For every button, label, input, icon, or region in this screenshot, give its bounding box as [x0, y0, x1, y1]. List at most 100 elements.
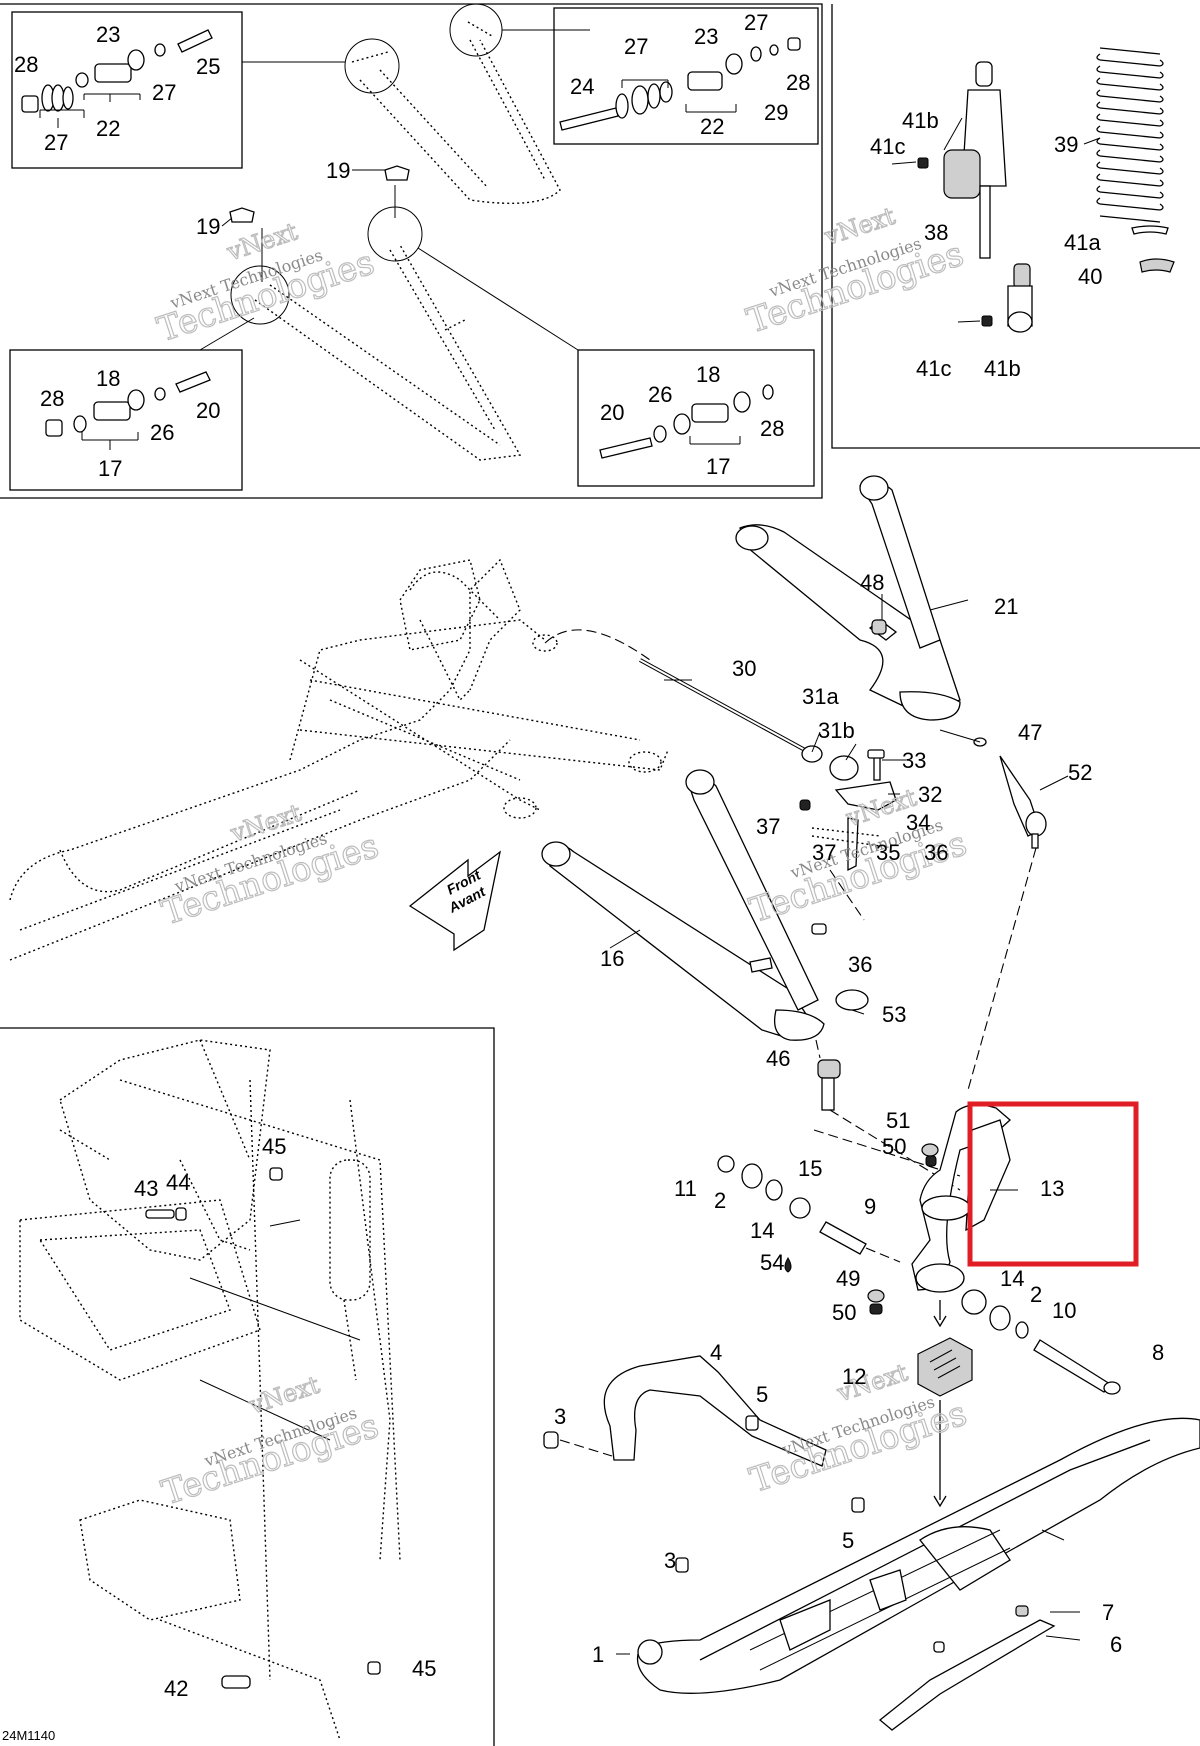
callout-37: 37 [756, 814, 780, 839]
callout-35: 35 [876, 840, 900, 865]
callout-37: 37 [812, 840, 836, 865]
inset-box-upper-right [553, 7, 819, 145]
callout-41b: 41b [984, 356, 1021, 381]
callout-27: 27 [744, 10, 768, 35]
ski-wear-bar-6 [878, 1605, 1081, 1731]
upper-a-arm-21 [735, 475, 969, 721]
inset-lower-right-parts [599, 384, 774, 459]
leader-lines [609, 679, 1069, 1655]
callout-31a: 31a [802, 684, 839, 709]
callout-14: 14 [750, 1218, 774, 1243]
callout-17: 17 [706, 454, 730, 479]
callout-41c: 41c [916, 356, 951, 381]
callout-22: 22 [700, 114, 724, 139]
callout-41b: 41b [902, 108, 939, 133]
callout-12: 12 [842, 1364, 866, 1389]
ski-handle-4 [543, 1355, 865, 1573]
ski-pad-12 [917, 1337, 973, 1508]
callout-2: 2 [714, 1188, 726, 1213]
callout-6: 6 [1110, 1632, 1122, 1657]
shock-spring-drawing [1083, 47, 1175, 273]
bushing-19-lower [229, 207, 255, 223]
callout-26: 26 [150, 420, 174, 445]
callout-19: 19 [326, 158, 350, 183]
callout-39: 39 [1054, 132, 1078, 157]
callout-13: 13 [1040, 1176, 1064, 1201]
chassis-frame-drawing [9, 558, 669, 961]
callout-1: 1 [592, 1642, 604, 1667]
callout-33: 33 [902, 748, 926, 773]
inset-lower-left-parts [45, 371, 211, 450]
callout-2: 2 [1030, 1282, 1042, 1307]
bushing-19-upper [384, 165, 410, 181]
lower-a-arm-drawing [199, 165, 579, 461]
callout-28: 28 [40, 386, 64, 411]
callout-38: 38 [924, 220, 948, 245]
callout-8: 8 [1152, 1340, 1164, 1365]
upper-a-arm-drawing [242, 3, 590, 204]
inset-box-upper-left [11, 11, 243, 169]
callout-3: 3 [664, 1548, 676, 1573]
highlight-box-part-13 [967, 1101, 1139, 1267]
callout-48: 48 [860, 570, 884, 595]
callout-10: 10 [1052, 1298, 1076, 1323]
callout-20: 20 [196, 398, 220, 423]
callout-28: 28 [786, 70, 810, 95]
tie-rod-assembly [639, 658, 897, 921]
drawing-code: 24M1140 [2, 1728, 55, 1743]
callout-22: 22 [96, 116, 120, 141]
callout-41a: 41a [1064, 230, 1101, 255]
callout-labels: 28 27 22 23 27 25 27 23 27 24 28 29 22 1… [14, 10, 1164, 1701]
callout-41c: 41c [870, 134, 905, 159]
panel-frames [0, 3, 1200, 1746]
callout-34: 34 [906, 810, 930, 835]
inset-box-lower-left [9, 349, 243, 491]
callout-45: 45 [412, 1656, 436, 1681]
callout-52: 52 [1068, 760, 1092, 785]
bolt-43 [145, 1209, 175, 1219]
callout-36: 36 [924, 840, 948, 865]
callout-49: 49 [836, 1266, 860, 1291]
callout-30: 30 [732, 656, 756, 681]
callout-54: 54 [760, 1250, 784, 1275]
pin-42 [221, 1675, 251, 1689]
front-arrow: Front Avant [408, 850, 501, 952]
callout-43: 43 [134, 1176, 158, 1201]
callout-40: 40 [1078, 264, 1102, 289]
callout-17: 17 [98, 456, 122, 481]
callout-29: 29 [764, 100, 788, 125]
callout-23: 23 [694, 24, 718, 49]
callout-26: 26 [648, 382, 672, 407]
callout-16: 16 [600, 946, 624, 971]
callout-53: 53 [882, 1002, 906, 1027]
lower-a-arm-16 [541, 769, 961, 1191]
watermark-text: vNext [245, 1371, 323, 1420]
callout-25: 25 [196, 54, 220, 79]
callout-19: 19 [196, 214, 220, 239]
inset-upper-left-parts [21, 29, 213, 128]
callout-36: 36 [848, 952, 872, 977]
callout-21: 21 [994, 594, 1018, 619]
callout-47: 47 [1018, 720, 1042, 745]
callout-18: 18 [96, 366, 120, 391]
callout-28: 28 [760, 416, 784, 441]
callout-14: 14 [1000, 1266, 1024, 1291]
callout-50: 50 [832, 1300, 856, 1325]
shock-reservoir [943, 149, 981, 199]
callout-5: 5 [842, 1528, 854, 1553]
rear-frame-drawing [19, 1039, 401, 1741]
callout-44: 44 [166, 1170, 190, 1195]
callout-32: 32 [918, 782, 942, 807]
callout-24: 24 [570, 74, 594, 99]
callout-50: 50 [882, 1134, 906, 1159]
ball-joint-46 [817, 1059, 841, 1079]
inset-upper-right-parts [559, 37, 801, 131]
callout-31b: 31b [818, 718, 855, 743]
callout-42: 42 [164, 1676, 188, 1701]
callout-27: 27 [44, 130, 68, 155]
spindle-hardware [717, 1143, 1121, 1395]
callout-7: 7 [1102, 1600, 1114, 1625]
callout-9: 9 [864, 1194, 876, 1219]
callout-3: 3 [554, 1404, 566, 1429]
callout-45: 45 [262, 1134, 286, 1159]
